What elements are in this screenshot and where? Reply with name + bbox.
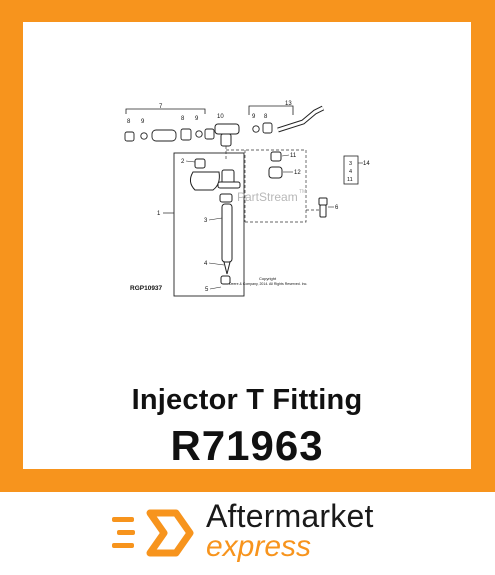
diagram-ref-code: RGP10937 [130, 285, 163, 292]
brand-name-line2: express [206, 530, 312, 563]
footer-brand: Aftermarket express [0, 492, 495, 575]
callout-bracket-13 [248, 105, 294, 115]
product-card: 7 8 9 8 9 10 13 9 8 [23, 22, 471, 469]
fitting-row-left [124, 128, 215, 142]
t-fitting-10 [214, 123, 240, 147]
injector-body [189, 158, 241, 285]
leader-11 [281, 154, 290, 157]
callout-1: 1 [157, 211, 161, 217]
bolt-6 [318, 197, 328, 218]
callout-7: 7 [159, 104, 163, 110]
callout-bracket-7 [125, 108, 206, 114]
nut-11 [268, 151, 283, 179]
callout-12: 12 [294, 170, 301, 176]
callout-14: 14 [363, 161, 370, 167]
brand-logo-icon [112, 509, 194, 557]
callout-3: 3 [204, 218, 208, 224]
part-number: R71963 [170, 422, 324, 469]
callout-8c: 8 [264, 114, 268, 120]
callout-2: 2 [181, 159, 185, 165]
watermark: PartStream [237, 190, 298, 204]
legend-item-1: 4 [349, 169, 352, 175]
leader-3 [208, 217, 223, 221]
callout-4: 4 [204, 261, 208, 267]
copyright-line2: Deere & Company, 2014. All Rights Reserv… [229, 282, 307, 286]
callout-11: 11 [290, 153, 297, 159]
leader-2 [185, 160, 196, 163]
product-title: Injector T Fitting [131, 384, 363, 416]
copyright-line1: Copyright [259, 276, 277, 281]
callout-6: 6 [335, 205, 339, 211]
brand-name-line1: Aftermarket [206, 498, 374, 534]
legend-item-2: 11 [347, 177, 353, 183]
parts-diagram: 7 8 9 8 9 10 13 9 8 [124, 101, 370, 297]
leader-4 [208, 262, 225, 266]
fitting-row-right [252, 105, 325, 134]
orange-frame: 7 8 9 8 9 10 13 9 8 [0, 0, 495, 492]
callout-8b: 8 [181, 116, 185, 122]
callout-10: 10 [217, 114, 224, 120]
callout-9b: 9 [195, 116, 199, 122]
callout-8a: 8 [127, 119, 131, 125]
leader-5 [209, 286, 222, 290]
callout-5: 5 [205, 287, 209, 293]
callout-9c: 9 [252, 114, 256, 120]
legend-item-0: 3 [349, 161, 352, 167]
callout-9a: 9 [141, 119, 145, 125]
legend-box-14 [343, 155, 359, 185]
assembly-box-1 [173, 152, 245, 297]
callout-13: 13 [285, 101, 292, 107]
watermark-tm: TM [299, 189, 306, 195]
